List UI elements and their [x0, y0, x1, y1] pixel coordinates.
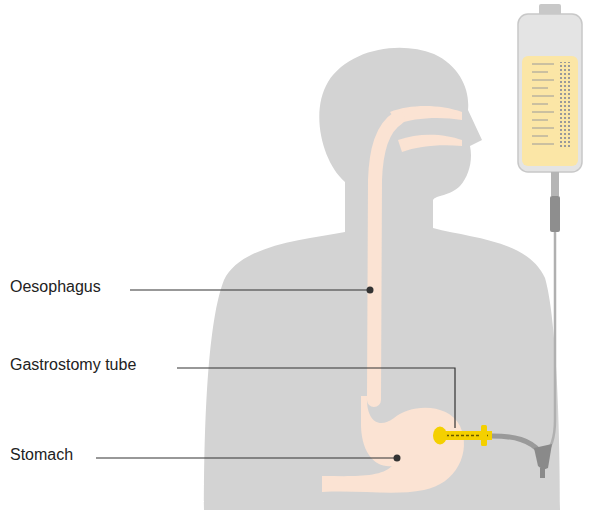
connector [534, 444, 552, 470]
graduation-mark [532, 104, 548, 105]
graduation-mark [532, 80, 554, 81]
oesophagus [374, 118, 398, 400]
graduation-mark [532, 96, 554, 97]
bag-graduations [532, 64, 554, 144]
drip-chamber [551, 172, 559, 196]
leader-line [177, 368, 455, 428]
feed-liquid [522, 56, 578, 166]
oral-cavity [398, 135, 462, 152]
feeding-line [546, 232, 555, 454]
feeding-bag [518, 14, 582, 172]
leader-lines [96, 290, 455, 458]
graduation-mark [532, 88, 548, 89]
part-label: Stomach [10, 445, 73, 465]
graduation-mark [532, 136, 548, 137]
graduation-mark [532, 72, 548, 73]
leader-dots [367, 287, 401, 462]
leader-dot [394, 455, 401, 462]
roller-clamp [550, 196, 560, 232]
graduation-mark [532, 112, 554, 113]
stomach [322, 396, 464, 493]
graduation-mark [532, 144, 554, 145]
part-label: Gastrostomy tube [10, 355, 136, 375]
graduation-mark [532, 128, 554, 129]
leader-line [96, 457, 397, 458]
connector-tip [540, 468, 545, 478]
body-silhouette [204, 48, 560, 510]
part-label: Oesophagus [10, 277, 101, 297]
bag-dots [560, 62, 570, 148]
internal-bumper [433, 427, 447, 445]
graduation-mark [532, 120, 548, 121]
external-bolster [481, 425, 487, 446]
extension-tube [492, 436, 540, 452]
graduation-mark [532, 64, 554, 65]
leader-line [130, 289, 370, 290]
leader-dot [367, 287, 374, 294]
